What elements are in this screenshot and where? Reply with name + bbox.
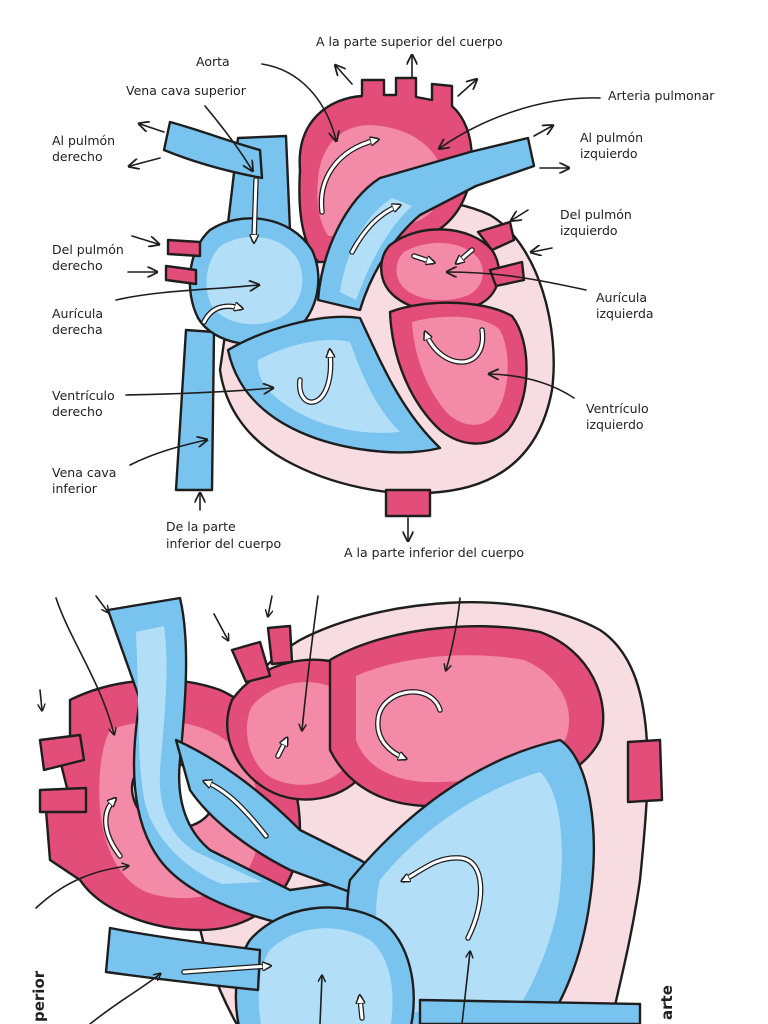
- label-from-lower-body-2: inferior del cuerpo: [166, 536, 281, 551]
- label-pointers-top: [115, 56, 601, 540]
- label-to-left-lung-2: izquierdo: [580, 146, 638, 161]
- right-atrium-inner: [206, 236, 303, 325]
- label-right-atrium-2: derecha: [52, 322, 103, 337]
- label-from-right-lung-2: derecho: [52, 258, 103, 273]
- label-superior-vena-cava: Vena cava superior: [126, 83, 247, 98]
- label-upper-body: A la parte superior del cuerpo: [316, 34, 503, 49]
- label-from-left-lung-1: Del pulmón: [560, 207, 632, 222]
- zoomed-pulmonary-branch: [104, 926, 262, 992]
- descending-aorta: [384, 488, 432, 518]
- heart-illustration-zoomed: perior arte: [30, 595, 676, 1024]
- pulmonary-trunk: [316, 136, 536, 312]
- label-left-atrium-1: Aurícula: [596, 290, 647, 305]
- zoomed-aorta-branch: [38, 733, 88, 814]
- flow-arrows-top: [201, 140, 486, 405]
- label-to-right-lung-2: derecho: [52, 149, 103, 164]
- zoomed-pulmonary-branch-2: [418, 998, 642, 1024]
- flow-arrows-zoomed: [103, 689, 484, 1021]
- pointer-lines-zoomed: [35, 595, 470, 1024]
- label-inferior-vena-cava-2: inferior: [52, 481, 98, 496]
- heart-illustration-top: A la parte superior del cuerpo Aorta Ven…: [52, 34, 715, 560]
- label-right-atrium-1: Aurícula: [52, 306, 103, 321]
- zoomed-descending-aorta: [626, 738, 664, 804]
- zoomed-left-ventricle-inner: [356, 655, 570, 783]
- zoomed-edge-label-left: perior: [30, 970, 48, 1022]
- label-inferior-vena-cava-1: Vena cava: [52, 465, 116, 480]
- right-pulmonary-branch: [162, 120, 264, 180]
- pulmonary-trunk-inner: [340, 198, 412, 300]
- label-aorta: Aorta: [196, 54, 230, 69]
- zoomed-left-atrium-inner: [246, 682, 356, 785]
- left-pulmonary-veins: [476, 220, 526, 288]
- right-pulmonary-veins: [164, 238, 202, 286]
- label-to-left-lung-1: Al pulmón: [580, 130, 643, 145]
- label-to-right-lung-1: Al pulmón: [52, 133, 115, 148]
- label-lower-body: A la parte inferior del cuerpo: [344, 545, 524, 560]
- label-from-right-lung-1: Del pulmón: [52, 242, 124, 257]
- label-left-ventricle-1: Ventrículo: [586, 401, 649, 416]
- label-right-ventricle-2: derecho: [52, 404, 103, 419]
- zoomed-pulmonary-vein: [230, 624, 294, 684]
- label-pulmonary-artery: Arteria pulmonar: [608, 88, 715, 103]
- label-from-lower-body-1: De la parte: [166, 519, 236, 534]
- zoomed-vena-cava-inner: [136, 626, 262, 884]
- inferior-vena-cava: [174, 328, 216, 492]
- zoomed-right-ventricle-inner: [376, 772, 562, 1012]
- label-left-atrium-2: izquierda: [596, 306, 654, 321]
- label-left-ventricle-2: izquierdo: [586, 417, 644, 432]
- label-from-left-lung-2: izquierdo: [560, 223, 618, 238]
- label-right-ventricle-1: Ventrículo: [52, 388, 115, 403]
- zoomed-edge-label-right: arte: [658, 985, 676, 1020]
